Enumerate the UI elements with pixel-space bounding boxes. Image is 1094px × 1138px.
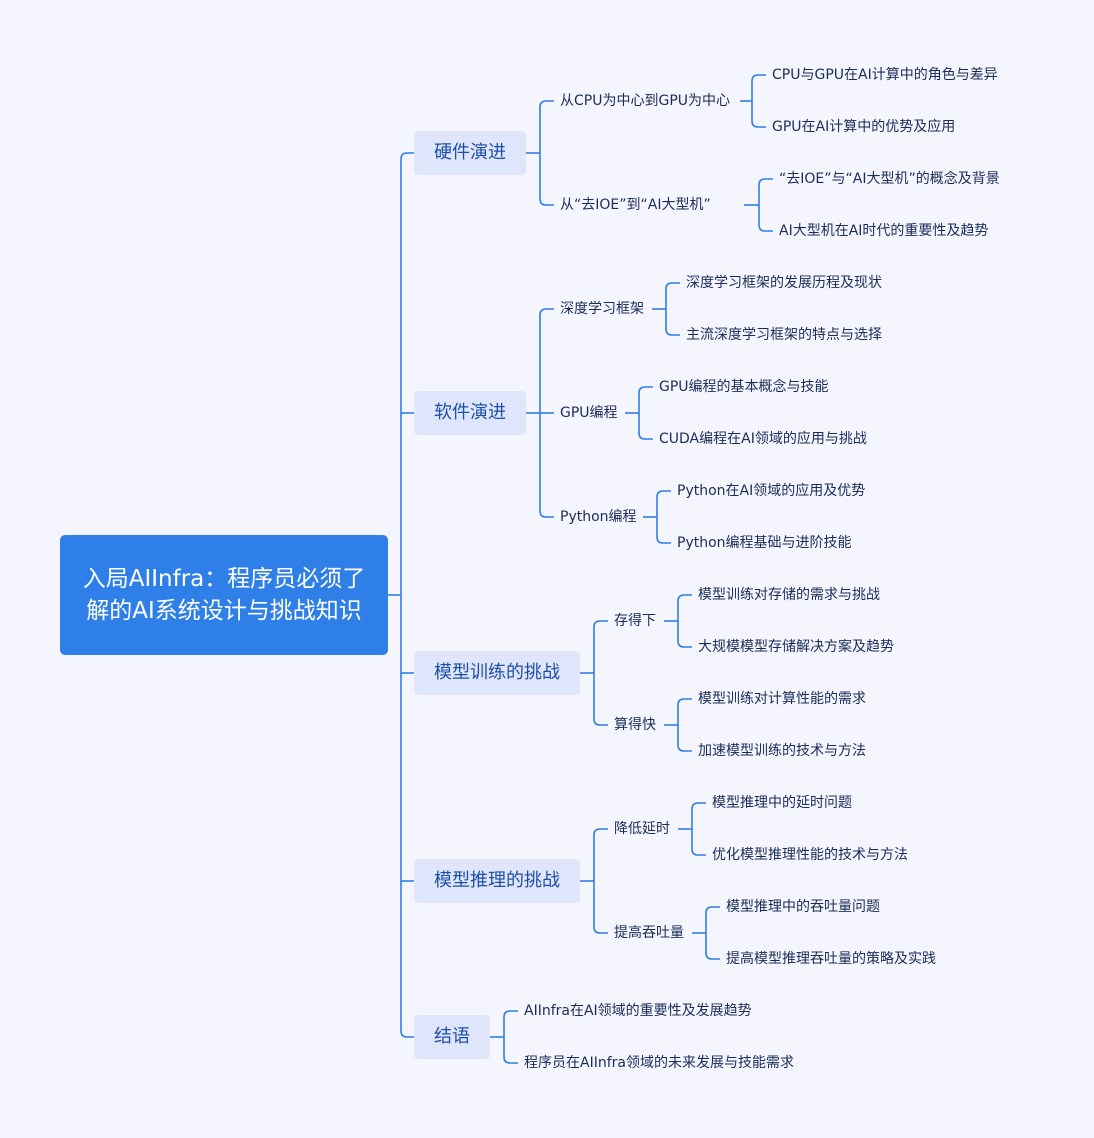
leaf-label[interactable]: 主流深度学习框架的特点与选择 xyxy=(686,327,882,343)
connector-line xyxy=(677,698,692,706)
root-connector xyxy=(388,152,414,1038)
connector-line xyxy=(665,282,680,290)
connector-line xyxy=(758,224,773,232)
topic-cpu-to-gpu[interactable]: 从CPU为中心到GPU为中心 xyxy=(560,93,731,109)
inference-connector xyxy=(580,828,608,934)
connector-line xyxy=(677,594,692,602)
connector-line xyxy=(751,120,766,128)
topic-gpu-programming[interactable]: GPU编程 xyxy=(560,405,618,421)
conclusion-connector xyxy=(490,1010,518,1064)
python-connector xyxy=(643,490,671,544)
connector-line xyxy=(539,198,554,206)
connector-line xyxy=(665,328,680,336)
connector-line xyxy=(503,1056,518,1064)
leaf-label[interactable]: 模型推理中的吞吐量问题 xyxy=(726,899,880,915)
throughput-connector xyxy=(692,906,720,960)
leaf-label[interactable]: AI大型机在AI时代的重要性及趋势 xyxy=(779,223,989,239)
gpu-prog-connector xyxy=(625,386,653,440)
connector-line xyxy=(656,490,671,498)
connector-line xyxy=(400,152,414,160)
connector-line xyxy=(656,536,671,544)
connector-line xyxy=(751,74,766,82)
connector-line xyxy=(758,178,773,186)
leaf-label[interactable]: 加速模型训练的技术与方法 xyxy=(698,743,866,759)
root-node[interactable]: 入局AIInfra：程序员必须了解的AI系统设计与挑战知识 xyxy=(60,535,388,655)
branch-node-conclusion[interactable]: 结语 xyxy=(414,1015,490,1059)
dl-framework-connector xyxy=(652,282,680,336)
connector-line xyxy=(691,802,706,810)
connector-line xyxy=(638,386,653,394)
branch-node-inference[interactable]: 模型推理的挑战 xyxy=(414,859,580,903)
connector-line xyxy=(503,1010,518,1018)
topic-dl-framework[interactable]: 深度学习框架 xyxy=(560,301,644,317)
leaf-label[interactable]: CUDA编程在AI领域的应用与挑战 xyxy=(659,431,867,447)
latency-connector xyxy=(678,802,706,856)
leaf-label[interactable]: 模型训练对存储的需求与挑战 xyxy=(698,587,880,603)
branch-node-software[interactable]: 软件演进 xyxy=(414,391,526,435)
leaf-label[interactable]: 模型推理中的延时问题 xyxy=(712,795,852,811)
leaf-label[interactable]: 程序员在AIInfra领域的未来发展与技能需求 xyxy=(524,1055,794,1071)
ioe-connector xyxy=(744,178,773,232)
storage-connector xyxy=(664,594,692,648)
connector-line xyxy=(677,640,692,648)
hardware-connector xyxy=(526,100,554,206)
leaf-label[interactable]: GPU在AI计算中的优势及应用 xyxy=(772,119,956,135)
connector-line xyxy=(691,848,706,856)
leaf-label[interactable]: 大规模模型存储解决方案及趋势 xyxy=(698,639,894,655)
connector-line xyxy=(593,926,608,934)
connector-line xyxy=(539,510,554,518)
connector-line xyxy=(539,100,554,108)
branch-node-hardware[interactable]: 硬件演进 xyxy=(414,131,526,175)
leaf-label[interactable]: “去IOE”与“AI大型机”的概念及背景 xyxy=(779,171,1000,187)
leaf-label[interactable]: 深度学习框架的发展历程及现状 xyxy=(686,275,882,291)
leaf-label[interactable]: 模型训练对计算性能的需求 xyxy=(698,691,866,707)
leaf-label[interactable]: AIInfra在AI领域的重要性及发展趋势 xyxy=(524,1003,752,1019)
leaf-label[interactable]: 提高模型推理吞吐量的策略及实践 xyxy=(726,951,936,967)
connector-line xyxy=(593,620,608,628)
connector-line xyxy=(593,718,608,726)
topic-python-programming[interactable]: Python编程 xyxy=(560,509,637,525)
connector-line xyxy=(400,1030,414,1038)
topic-ioe-to-ai-mainframe[interactable]: 从“去IOE”到“AI大型机” xyxy=(560,197,711,213)
topic-throughput[interactable]: 提高吞吐量 xyxy=(614,925,684,941)
connector-line xyxy=(705,906,720,914)
topic-storage[interactable]: 存得下 xyxy=(614,613,656,629)
training-connector xyxy=(580,620,608,726)
topic-compute[interactable]: 算得快 xyxy=(614,717,656,733)
connector-line xyxy=(705,952,720,960)
cpu-gpu-connector xyxy=(740,74,766,128)
leaf-label[interactable]: Python编程基础与进阶技能 xyxy=(677,535,852,551)
connector-line xyxy=(539,308,554,316)
connector-line xyxy=(677,744,692,752)
branch-node-training[interactable]: 模型训练的挑战 xyxy=(414,651,580,695)
software-connector xyxy=(526,308,554,518)
leaf-label[interactable]: 优化模型推理性能的技术与方法 xyxy=(712,847,908,863)
connector-line xyxy=(593,828,608,836)
leaf-label[interactable]: GPU编程的基本概念与技能 xyxy=(659,379,829,395)
connector-line xyxy=(638,432,653,440)
leaf-label[interactable]: CPU与GPU在AI计算中的角色与差异 xyxy=(772,67,998,83)
leaf-label[interactable]: Python在AI领域的应用及优势 xyxy=(677,483,866,499)
compute-connector xyxy=(664,698,692,752)
topic-latency[interactable]: 降低延时 xyxy=(614,821,670,837)
